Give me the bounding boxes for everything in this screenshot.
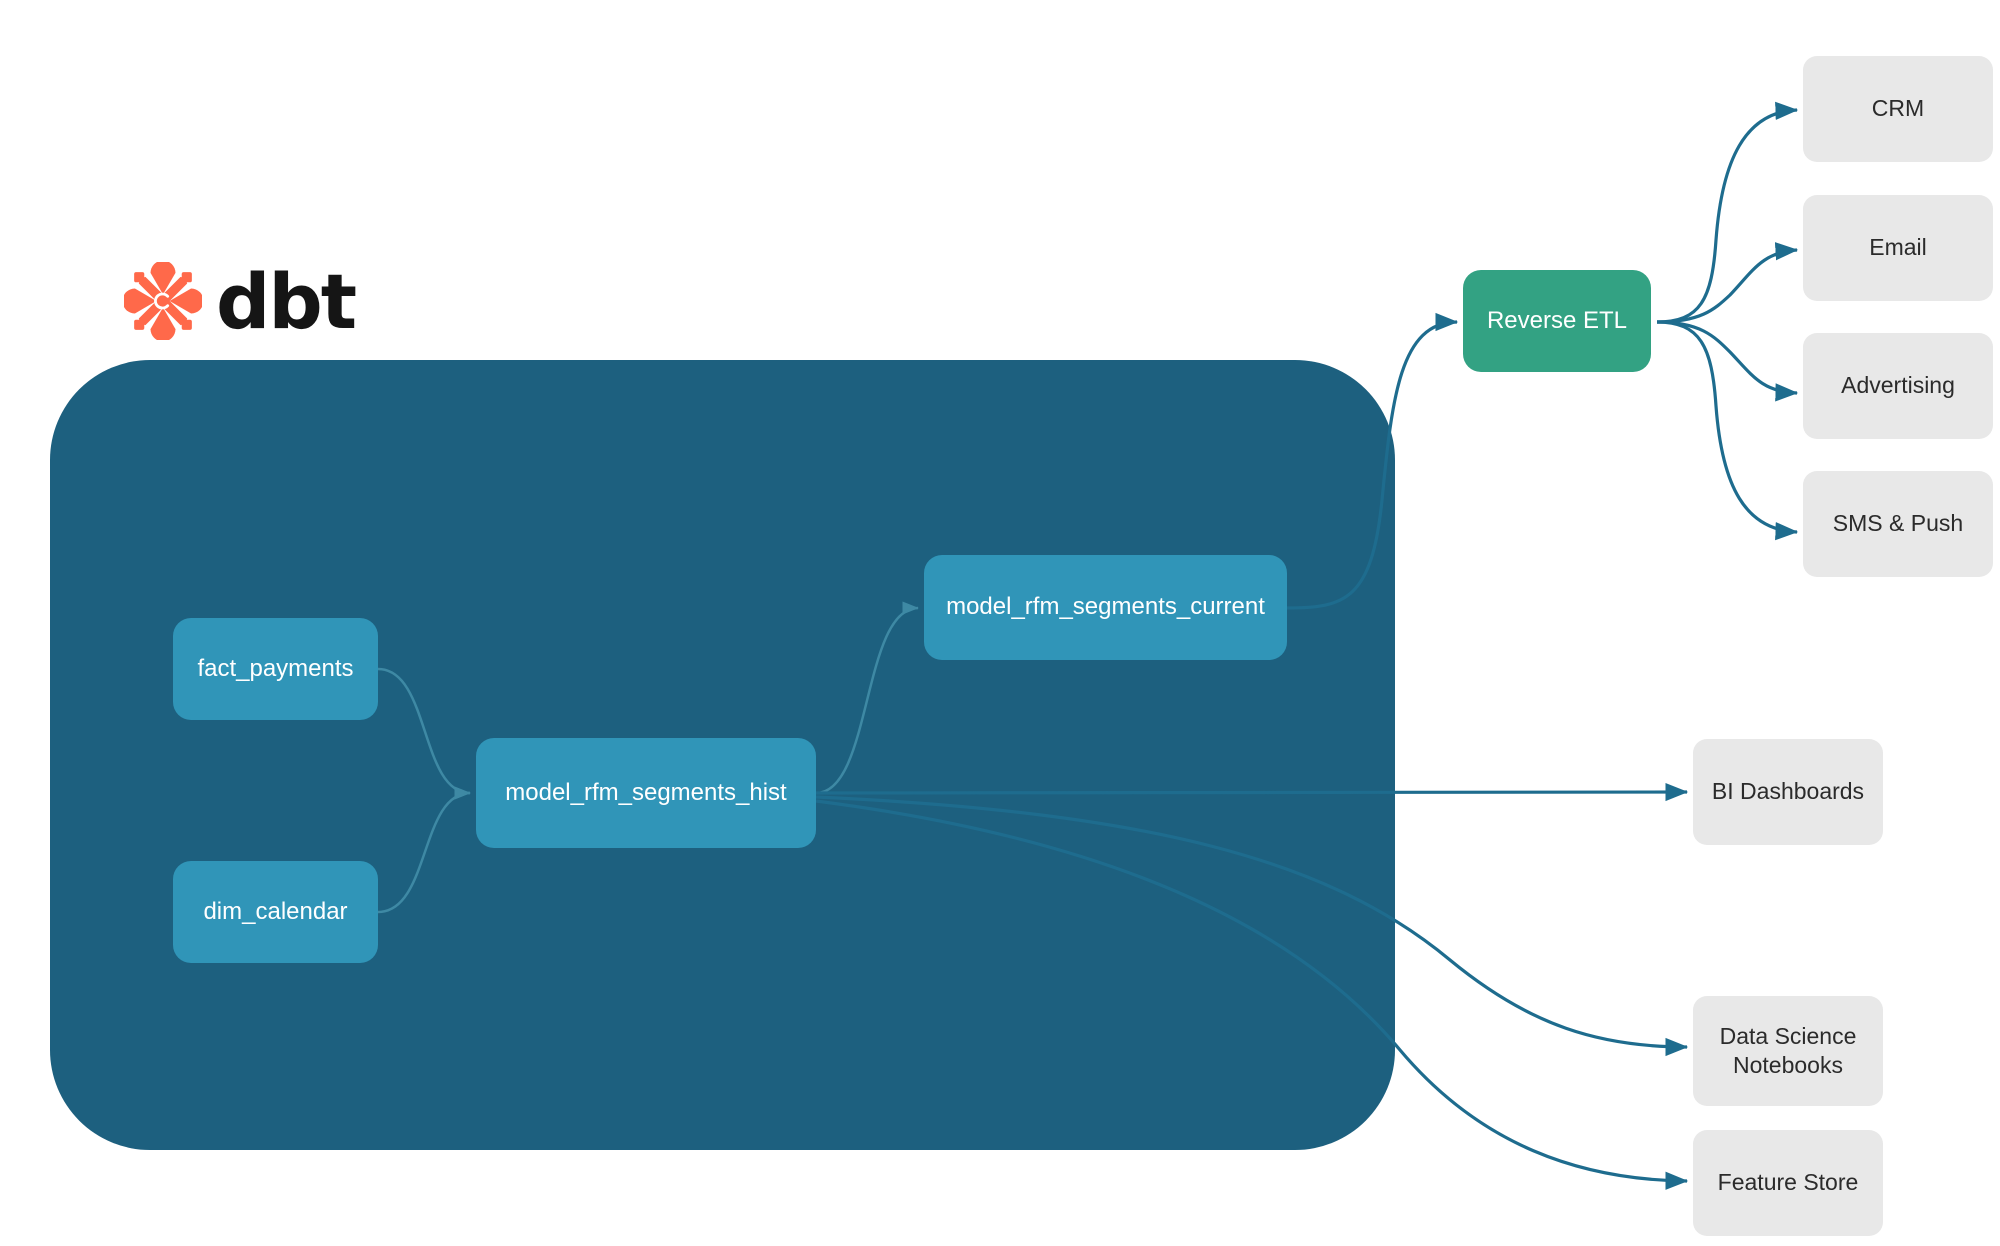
edge-reverse-etl-to-crm (1656, 101, 1799, 324)
model-node-rfm-segments-hist[interactable]: model_rfm_segments_hist (476, 738, 816, 848)
destination-label: Feature Store (1717, 1169, 1859, 1196)
dbt-logo: dbt (124, 257, 357, 346)
destination-label-line2: Notebooks (1733, 1052, 1843, 1078)
edge-reverse-etl-to-email (1656, 242, 1799, 324)
model-node-label: fact_payments (197, 654, 354, 682)
destination-node-bi-dashboards[interactable]: BI Dashboards (1693, 739, 1883, 845)
reverse-etl-node[interactable]: Reverse ETL (1463, 270, 1651, 372)
model-node-label: model_rfm_segments_hist (505, 778, 787, 806)
destination-label: Data Science Notebooks (1720, 1022, 1857, 1081)
model-node-label: dim_calendar (203, 897, 348, 925)
destination-label: BI Dashboards (1711, 778, 1865, 805)
edge-reverse-etl-to-sms-push (1656, 320, 1799, 541)
model-node-fact-payments[interactable]: fact_payments (173, 618, 378, 720)
dbt-wordmark: dbt (216, 257, 357, 346)
model-node-dim-calendar[interactable]: dim_calendar (173, 861, 378, 963)
destination-node-feature-store[interactable]: Feature Store (1693, 1130, 1883, 1236)
model-node-label: model_rfm_segments_current (946, 593, 1265, 621)
destination-label: Advertising (1841, 372, 1955, 399)
destination-node-advertising[interactable]: Advertising (1803, 333, 1993, 439)
destination-label: Email (1869, 234, 1927, 261)
destination-node-email[interactable]: Email (1803, 195, 1993, 301)
model-node-rfm-segments-current[interactable]: model_rfm_segments_current (924, 555, 1287, 660)
destination-node-sms-push[interactable]: SMS & Push (1803, 471, 1993, 577)
destination-node-crm[interactable]: CRM (1803, 56, 1993, 162)
edge-reverse-etl-to-advertising (1656, 320, 1799, 402)
reverse-etl-label: Reverse ETL (1486, 306, 1628, 334)
destination-label: SMS & Push (1832, 510, 1964, 537)
destination-label: CRM (1871, 95, 1925, 122)
dbt-logo-icon (124, 262, 202, 340)
destination-label-line1: Data Science (1719, 1022, 1857, 1049)
destination-node-ds-notebooks[interactable]: Data Science Notebooks (1693, 996, 1883, 1106)
